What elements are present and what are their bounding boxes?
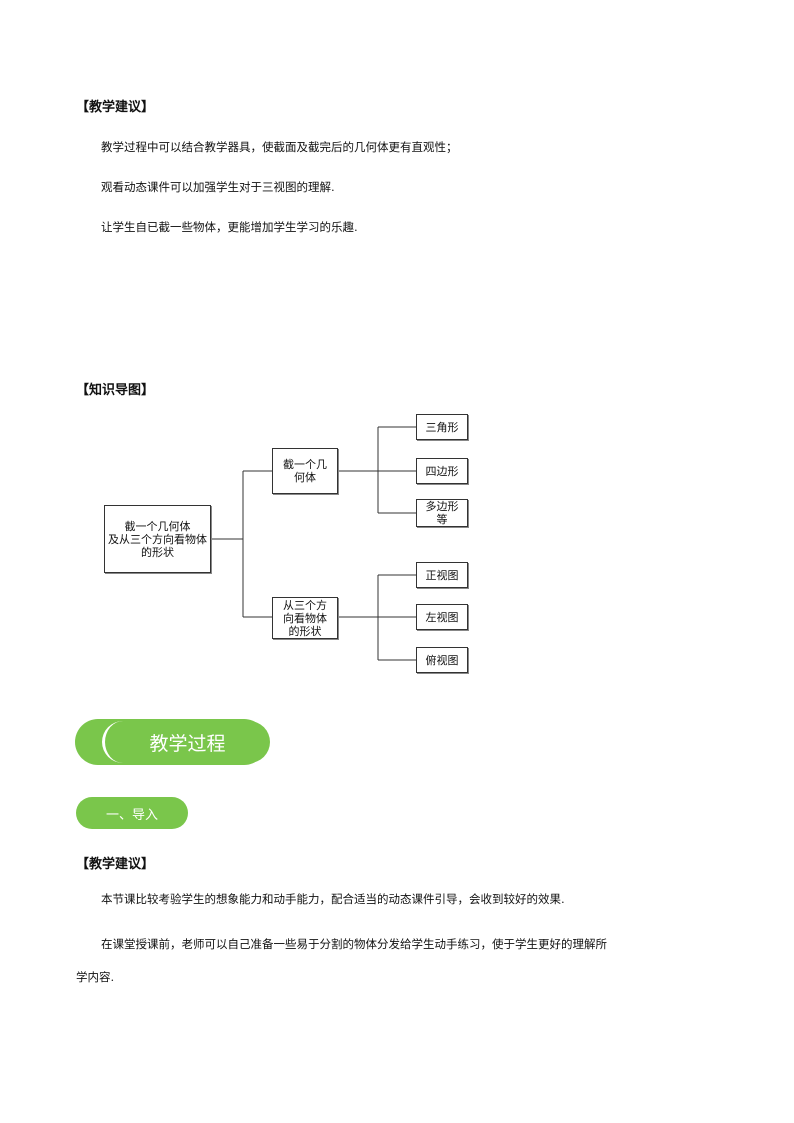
advice-line-1: 教学过程中可以结合教学器具，使截面及截完后的几何体更有直观性； [101, 140, 458, 154]
knowledge-map-heading: 【知识导图】 [76, 383, 155, 398]
advice2-para-2-line-2: 学内容. [76, 970, 115, 984]
mindmap-leaf-top-view: 俯视图 [416, 647, 468, 673]
advice2-para-1: 本节课比较考验学生的想象能力和动手能力，配合适当的动态课件引导，会收到较好的效果… [101, 892, 565, 906]
mindmap-leaf-triangle: 三角形 [416, 414, 468, 440]
mindmap-branch-three-views: 从三个方 向看物体 的形状 [272, 597, 338, 639]
mindmap-leaf-left-view: 左视图 [416, 604, 468, 630]
mindmap-leaf-quadrilateral: 四边形 [416, 458, 468, 484]
intro-section-pill: 一、导入 [76, 797, 188, 829]
teaching-process-banner: 教学过程 [102, 721, 270, 763]
teaching-advice-heading: 【教学建议】 [76, 100, 155, 115]
teaching-advice-heading-2: 【教学建议】 [76, 857, 155, 872]
advice-line-3: 让学生自已截一些物体，更能增加学生学习的乐趣. [101, 220, 358, 234]
mindmap-branch-cut-solid: 截一个几 何体 [272, 448, 338, 494]
mindmap-leaf-polygon: 多边形 等 [416, 499, 468, 527]
advice2-para-2-line-1: 在课堂授课前，老师可以自己准备一些易于分割的物体分发给学生动手练习，使于学生更好… [101, 937, 607, 951]
mindmap-leaf-front-view: 正视图 [416, 562, 468, 588]
advice-line-2: 观看动态课件可以加强学生对于三视图的理解. [101, 180, 335, 194]
mindmap-root-node: 截一个几何体 及从三个方向看物体的形状 [104, 505, 211, 573]
